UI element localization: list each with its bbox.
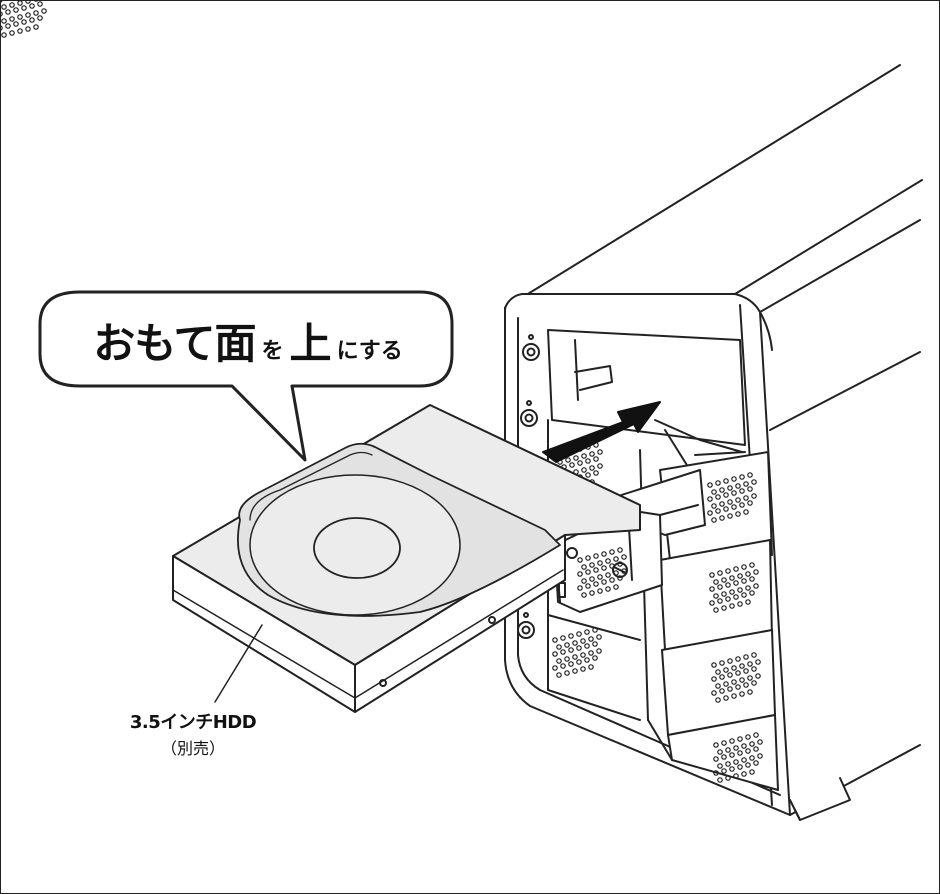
bay-trays	[547, 419, 779, 791]
insert-direction-arrow	[542, 401, 661, 463]
hdd-leader-line	[214, 624, 263, 703]
callout-particle: を	[261, 339, 284, 364]
empty-bay	[547, 329, 746, 471]
callout-word-up: 上	[289, 319, 332, 368]
callout-text: おもて面 を 上 にする	[58, 310, 438, 374]
hdd-label: 3.5インチHDD	[129, 712, 257, 733]
status-buttons	[517, 334, 540, 639]
hard-disk-drive	[172, 404, 641, 713]
vent-pattern	[0, 0, 763, 783]
callout-word-front-side: おもて面	[93, 319, 256, 368]
callout-bubble	[38, 290, 454, 462]
callout-suffix: にする	[336, 339, 403, 364]
hdd-label-note: （別売）	[160, 739, 225, 758]
